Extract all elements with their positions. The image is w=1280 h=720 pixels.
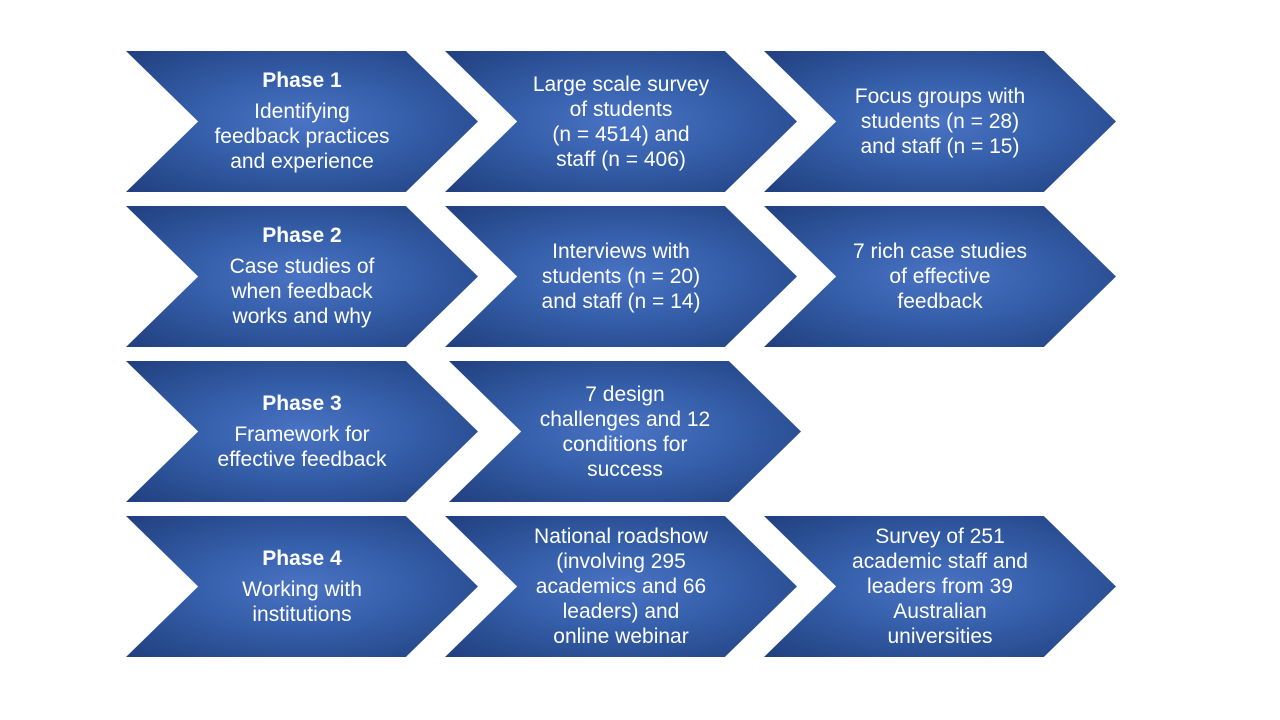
phase-1-step-1-chevron: Large scale survey of students (n = 4514…	[445, 51, 797, 192]
phase-3-step-1-text: 7 design challenges and 12 conditions fo…	[539, 382, 711, 481]
phase-4-chevron: Phase 4 Working with institutions	[126, 516, 478, 657]
phase-4-step-1-chevron: National roadshow (involving 295 academi…	[445, 516, 797, 657]
phase-1-step-2-chevron: Focus groups with students (n = 28) and …	[764, 51, 1116, 192]
phase-2-description: Case studies of when feedback works and …	[229, 255, 375, 328]
phase-1-title: Phase 1	[262, 69, 342, 92]
phase-1-chevron: Phase 1 Identifying feedback practices a…	[126, 51, 478, 192]
phase-3-title: Phase 3	[262, 391, 342, 415]
phase-2-step-2-text: 7 rich case studies of effective feedbac…	[853, 240, 1027, 313]
phase-1-step-2-text: Focus groups with students (n = 28) and …	[854, 85, 1026, 158]
phase-4-step-2-text: Survey of 251 academic staff and leaders…	[852, 525, 1028, 648]
phase-2-title: Phase 2	[262, 224, 342, 247]
phase-4-step-2-chevron: Survey of 251 academic staff and leaders…	[764, 516, 1116, 657]
phase-1-step-1-text: Large scale survey of students (n = 4514…	[532, 72, 710, 171]
phase-1-description: Identifying feedback practices and exper…	[214, 100, 390, 173]
phase-2-step-1-text: Interviews with students (n = 20) and st…	[541, 240, 701, 313]
phase-2-step-1-chevron: Interviews with students (n = 20) and st…	[445, 206, 797, 347]
phase-4-step-1-text: National roadshow (involving 295 academi…	[534, 525, 708, 648]
phase-2-chevron: Phase 2 Case studies of when feedback wo…	[126, 206, 478, 347]
phase-3-chevron: Phase 3 Framework for effective feedback	[126, 361, 478, 502]
phase-4-description: Working with institutions	[242, 577, 362, 626]
phase-3-description: Framework for effective feedback	[217, 422, 387, 471]
phase-2-step-2-chevron: 7 rich case studies of effective feedbac…	[764, 206, 1116, 347]
phase-3-step-1-chevron: 7 design challenges and 12 conditions fo…	[449, 361, 801, 502]
phase-4-title: Phase 4	[262, 546, 342, 570]
